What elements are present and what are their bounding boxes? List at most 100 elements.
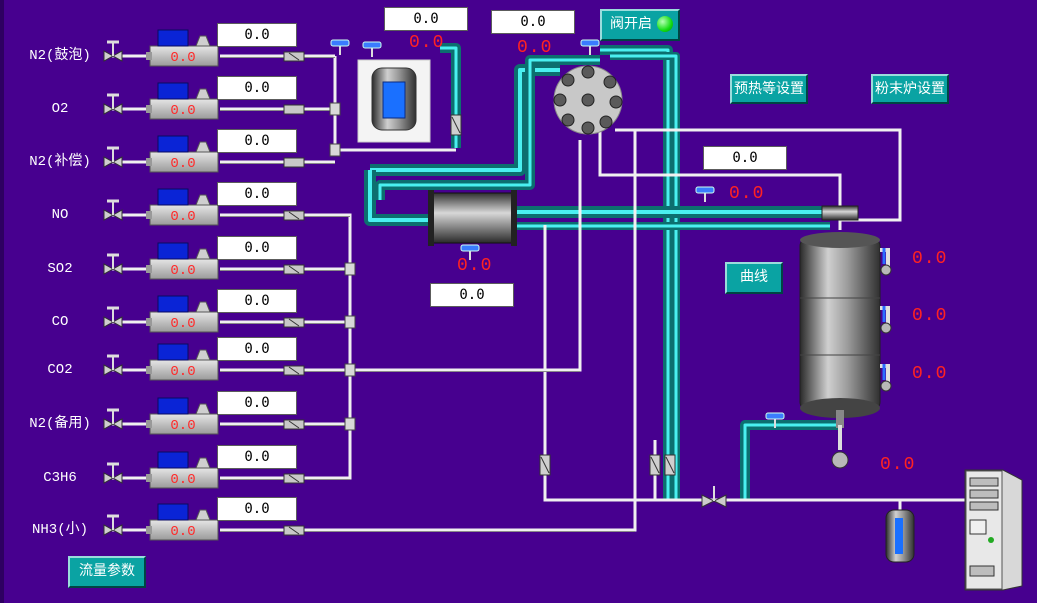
mass-flow-controller-icon [146, 397, 219, 435]
mass-flow-controller-icon [146, 188, 219, 226]
furnace-temp-lower: 0.0 [912, 364, 948, 384]
gas-setpoint-box[interactable]: 0.0 [217, 236, 297, 260]
pneumatic-valve-icon [460, 244, 480, 260]
thermocouple-icon [880, 248, 892, 276]
thermocouple-icon [880, 306, 892, 334]
gas-setpoint-box[interactable]: 0.0 [217, 497, 297, 521]
manual-valve-icon [103, 408, 150, 430]
gas-flow-reading: 0.0 [170, 156, 196, 172]
gas-flow-reading: 0.0 [170, 418, 196, 434]
gas-setpoint-box[interactable]: 0.0 [217, 23, 297, 47]
preheater-value-box: 0.0 [430, 283, 514, 307]
gas-flow-reading: 0.0 [170, 263, 196, 279]
check-valve-icon [283, 210, 305, 221]
gas-label-0: N2(鼓泡) [29, 48, 91, 64]
inline-valve-icon [450, 114, 462, 136]
check-valve-icon [283, 473, 305, 484]
mass-flow-controller-icon [146, 29, 219, 67]
tee-fitting-icon [344, 262, 356, 276]
tee-fitting-icon [344, 315, 356, 329]
gas-flow-reading: 0.0 [170, 524, 196, 540]
mass-flow-controller-icon [146, 451, 219, 489]
check-valve-icon [283, 104, 305, 115]
mass-flow-controller-icon [146, 503, 219, 541]
outlet-valve-icon [831, 425, 849, 469]
gas-label-8: C3H6 [43, 470, 77, 486]
pneumatic-valve-icon [580, 39, 600, 55]
furnace-temp-outlet: 0.0 [880, 455, 916, 475]
pneumatic-valve-icon [330, 39, 350, 55]
check-valve-icon [283, 51, 305, 62]
pneumatic-valve-icon [362, 41, 382, 57]
furnace-settings-button[interactable]: 粉末炉设置 [871, 74, 949, 104]
manual-valve-icon [103, 514, 150, 536]
check-valve-icon [283, 317, 305, 328]
manual-valve-icon [103, 146, 150, 168]
bubbler [357, 59, 431, 143]
gas-label-3: NO [51, 207, 69, 223]
flow-params-button[interactable]: 流量参数 [68, 556, 146, 588]
curve-button[interactable]: 曲线 [725, 262, 783, 294]
gas-label-6: CO2 [47, 362, 73, 378]
mass-flow-controller-icon [146, 343, 219, 381]
furnace-temp-middle: 0.0 [912, 306, 948, 326]
gas-flow-reading: 0.0 [170, 364, 196, 380]
rotary-valve [553, 65, 623, 135]
bubbler-temp: 0.0 [409, 33, 445, 53]
preheater-temp: 0.0 [457, 256, 493, 276]
tee-fitting-icon [329, 143, 341, 157]
condenser [885, 509, 915, 563]
left-edge [0, 0, 4, 603]
gas-setpoint-box[interactable]: 0.0 [217, 76, 297, 100]
gas-label-1: O2 [51, 101, 69, 117]
gas-label-9: NH3(小) [31, 522, 88, 538]
furnace-temp-upper: 0.0 [912, 249, 948, 269]
mass-flow-controller-icon [146, 82, 219, 120]
gas-flow-reading: 0.0 [170, 472, 196, 488]
pneumatic-valve-icon [695, 186, 715, 202]
valve-status-led [657, 16, 673, 32]
valve-temp: 0.0 [517, 38, 553, 58]
manual-valve-icon [103, 93, 150, 115]
gas-label-7: N2(备用) [29, 416, 91, 432]
tee-fitting-icon [344, 363, 356, 377]
check-valve-icon [283, 157, 305, 168]
inline-valve-icon [539, 454, 551, 476]
gas-flow-reading: 0.0 [170, 316, 196, 332]
manual-valve-icon [103, 306, 150, 328]
gas-setpoint-box[interactable]: 0.0 [217, 289, 297, 313]
gas-setpoint-box[interactable]: 0.0 [217, 445, 297, 469]
tee-fitting-icon [344, 417, 356, 431]
top-value-box-1: 0.0 [384, 7, 468, 31]
check-valve-icon [283, 264, 305, 275]
valve-open-label: 阀开启 [610, 16, 652, 32]
check-valve-icon [283, 365, 305, 376]
inline-valve-icon [664, 454, 676, 476]
manual-valve-icon [103, 199, 150, 221]
line-value-box: 0.0 [703, 146, 787, 170]
gas-flow-reading: 0.0 [170, 209, 196, 225]
manual-valve-icon [103, 354, 150, 376]
gas-setpoint-box[interactable]: 0.0 [217, 182, 297, 206]
mass-flow-controller-icon [146, 135, 219, 173]
manual-valve-icon [103, 462, 150, 484]
mass-flow-controller-icon [146, 295, 219, 333]
manual-valve-icon [103, 40, 150, 62]
manual-valve-icon [103, 253, 150, 275]
thermocouple-icon [880, 364, 892, 392]
mass-flow-controller-icon [146, 242, 219, 280]
inline-valve-icon [649, 454, 661, 476]
check-valve-icon [283, 419, 305, 430]
gas-label-5: CO [51, 314, 69, 330]
gas-label-2: N2(补偿) [29, 154, 91, 170]
line-temp: 0.0 [729, 184, 765, 204]
pneumatic-valve-icon [765, 412, 785, 428]
analyzer-computer [964, 469, 1023, 591]
gas-setpoint-box[interactable]: 0.0 [217, 337, 297, 361]
gas-setpoint-box[interactable]: 0.0 [217, 129, 297, 153]
gas-setpoint-box[interactable]: 0.0 [217, 391, 297, 415]
gas-label-4: SO2 [47, 261, 73, 277]
preheat-settings-button[interactable]: 预热等设置 [730, 74, 808, 104]
ball-valve-icon [701, 486, 727, 508]
